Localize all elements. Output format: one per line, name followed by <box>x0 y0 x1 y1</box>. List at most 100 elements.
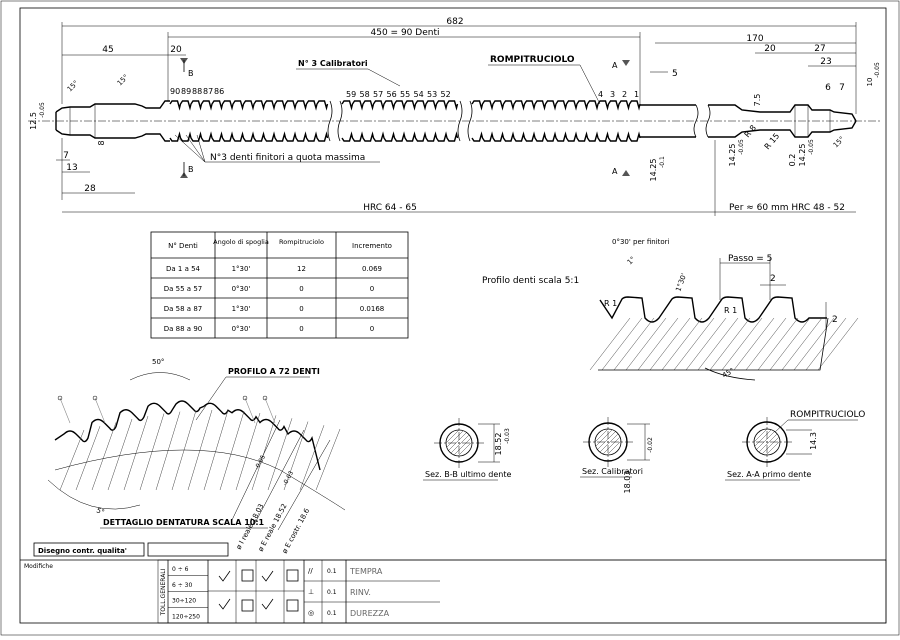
calibratori-label: N° 3 Calibratori <box>298 59 368 68</box>
tooth-number: 2 <box>622 90 627 99</box>
radius-15: R 15 <box>763 131 782 151</box>
section-cal-tol: -0.02 <box>647 437 654 453</box>
passo-label: Passo = 5 <box>728 254 772 264</box>
section-bb-tol: -0.03 <box>504 428 511 444</box>
quality-label: Disegno contr. qualita' <box>38 547 127 555</box>
geo-tolerance-symbol: // <box>308 567 313 575</box>
treatment-label: RINV. <box>350 588 371 597</box>
dim-28: 28 <box>84 184 96 194</box>
dim-7-left: 7 <box>63 151 69 161</box>
tooth-number: 90 <box>170 87 180 96</box>
dim-14-25-b: 14.25 <box>798 144 807 167</box>
section-bb: 18.52 -0.03 Sez. B-B ultimo dente <box>423 418 511 481</box>
tooth-number: 59 <box>346 90 356 99</box>
table-cell: 0 <box>299 285 303 293</box>
table-cell: 0 <box>299 305 303 313</box>
dim-10-tol: -0.05 <box>874 62 881 78</box>
tooth-number: 4 <box>598 90 603 99</box>
table-header: Rompitruciolo <box>279 238 324 246</box>
angle-15-left-b: 15° <box>116 73 130 87</box>
dim-14-25-b-tol: -0.05 <box>808 139 815 155</box>
dim-23: 23 <box>820 57 831 67</box>
quality-control: Disegno contr. qualita' <box>33 542 229 557</box>
table-header: Angolo di spoglia <box>213 238 269 246</box>
geo-tolerance-value: 0.1 <box>327 589 337 596</box>
geo-tolerance-symbol: ⊥ <box>308 588 314 596</box>
section-a-bottom: A <box>612 167 618 176</box>
angle-15-right: 15° <box>832 135 846 149</box>
table-cell: 1°30' <box>232 265 251 273</box>
detail-angle-5: 5° <box>95 506 105 516</box>
tooth-number: 3 <box>610 90 615 99</box>
profile-r1-left: R 1 <box>604 299 617 308</box>
table-cell: 0°30' <box>232 285 251 293</box>
section-aa: ROMPITRUCIOLO 14.3 Sez. A-A primo dente <box>725 410 865 481</box>
table-cell: 0°30' <box>232 325 251 333</box>
dim-14-25-main-tol: -0.1 <box>659 156 666 168</box>
angle-15-left-a: 15° <box>66 79 80 93</box>
tooth-number: 54 <box>414 90 424 99</box>
table-cell: 0 <box>370 285 374 293</box>
finitori-angle-note: 0°30' per finitori <box>612 238 670 246</box>
tolerance-range: 120÷250 <box>172 613 200 620</box>
table-cell: 1°30' <box>232 305 251 313</box>
profile-angle-130: 1°30' <box>674 272 688 292</box>
dim-14-25-main: 14.25 <box>649 159 658 182</box>
tooth-number: 52 <box>441 90 451 99</box>
section-aa-dim: 14.3 <box>809 432 818 450</box>
hrc-main: HRC 64 - 65 <box>363 203 417 213</box>
tolerance-range: 6 ÷ 30 <box>172 582 192 589</box>
detail-tol-1: -0.05 <box>254 454 268 471</box>
profile-angle-1: 1° <box>626 255 637 266</box>
dim-20-right: 20 <box>764 44 776 54</box>
section-bb-label: Sez. B-B ultimo dente <box>425 470 511 479</box>
section-aa-rompi: ROMPITRUCIOLO <box>790 410 865 420</box>
table-cell: Da 1 a 54 <box>166 265 201 273</box>
section-calibratori: 18.03 -0.02 Sez. Calibratori <box>580 417 654 493</box>
section-a-top: A <box>612 61 618 70</box>
dim-13: 13 <box>66 163 77 173</box>
section-cal-dim: 18.03 <box>623 471 632 494</box>
left-end-dims: 12.5 -0.05 8 7 13 28 15° 15° <box>29 73 135 200</box>
table-cell: 0 <box>299 325 303 333</box>
modifiche-label: Modifiche <box>24 563 53 570</box>
tooth-number: 55 <box>400 90 410 99</box>
dim-5: 5 <box>672 69 678 79</box>
tooth-number: 86 <box>214 87 224 96</box>
tooth-number: 88 <box>192 87 202 96</box>
table-cell: 12 <box>297 265 306 273</box>
tooth-number: 56 <box>387 90 397 99</box>
quality-value-box[interactable] <box>147 542 229 557</box>
dim-170: 170 <box>746 34 763 44</box>
detail-d-cost: ø E costr. 18.6 <box>281 507 312 555</box>
profile-r1-right: R 1 <box>724 306 737 315</box>
table-header: Incremento <box>352 242 392 250</box>
detail-title: DETTAGLIO DENTATURA SCALA 10:1 <box>103 518 265 527</box>
checkbox-1[interactable] <box>286 569 299 582</box>
geo-tolerance-symbol: ◎ <box>308 609 314 617</box>
checkbox-4[interactable] <box>241 599 254 612</box>
callouts: N° 3 Calibratori ROMPITRUCIOLO N°3 denti… <box>174 55 601 163</box>
tolerance-range: 30÷120 <box>172 598 196 605</box>
top-dimensions: 682 450 = 90 Denti 45 20 170 20 27 23 6 … <box>61 17 881 114</box>
tooth-number: 87 <box>203 87 213 96</box>
tooth-number: 58 <box>360 90 370 99</box>
hrc-right: Per ≈ 60 mm HRC 48 - 52 <box>729 203 845 213</box>
tooth-number: 53 <box>427 90 437 99</box>
checkbox-2[interactable] <box>241 569 254 582</box>
shaft-view <box>28 100 880 142</box>
tooth-profile: Profilo denti scala 5:1 0°30' per finito… <box>482 238 859 381</box>
dim-45: 45 <box>102 45 113 55</box>
detail-view: PROFILO A 72 DENTI 50° 5° DETTAGLIO DENT… <box>47 358 346 555</box>
section-cal-label: Sez. Calibratori <box>582 467 643 476</box>
checkbox-3[interactable] <box>286 599 299 612</box>
section-b-bottom: B <box>188 165 194 174</box>
section-b-top: B <box>188 69 194 78</box>
dim-10: 10 <box>866 78 874 87</box>
treatment-label: TEMPRA <box>349 567 383 576</box>
